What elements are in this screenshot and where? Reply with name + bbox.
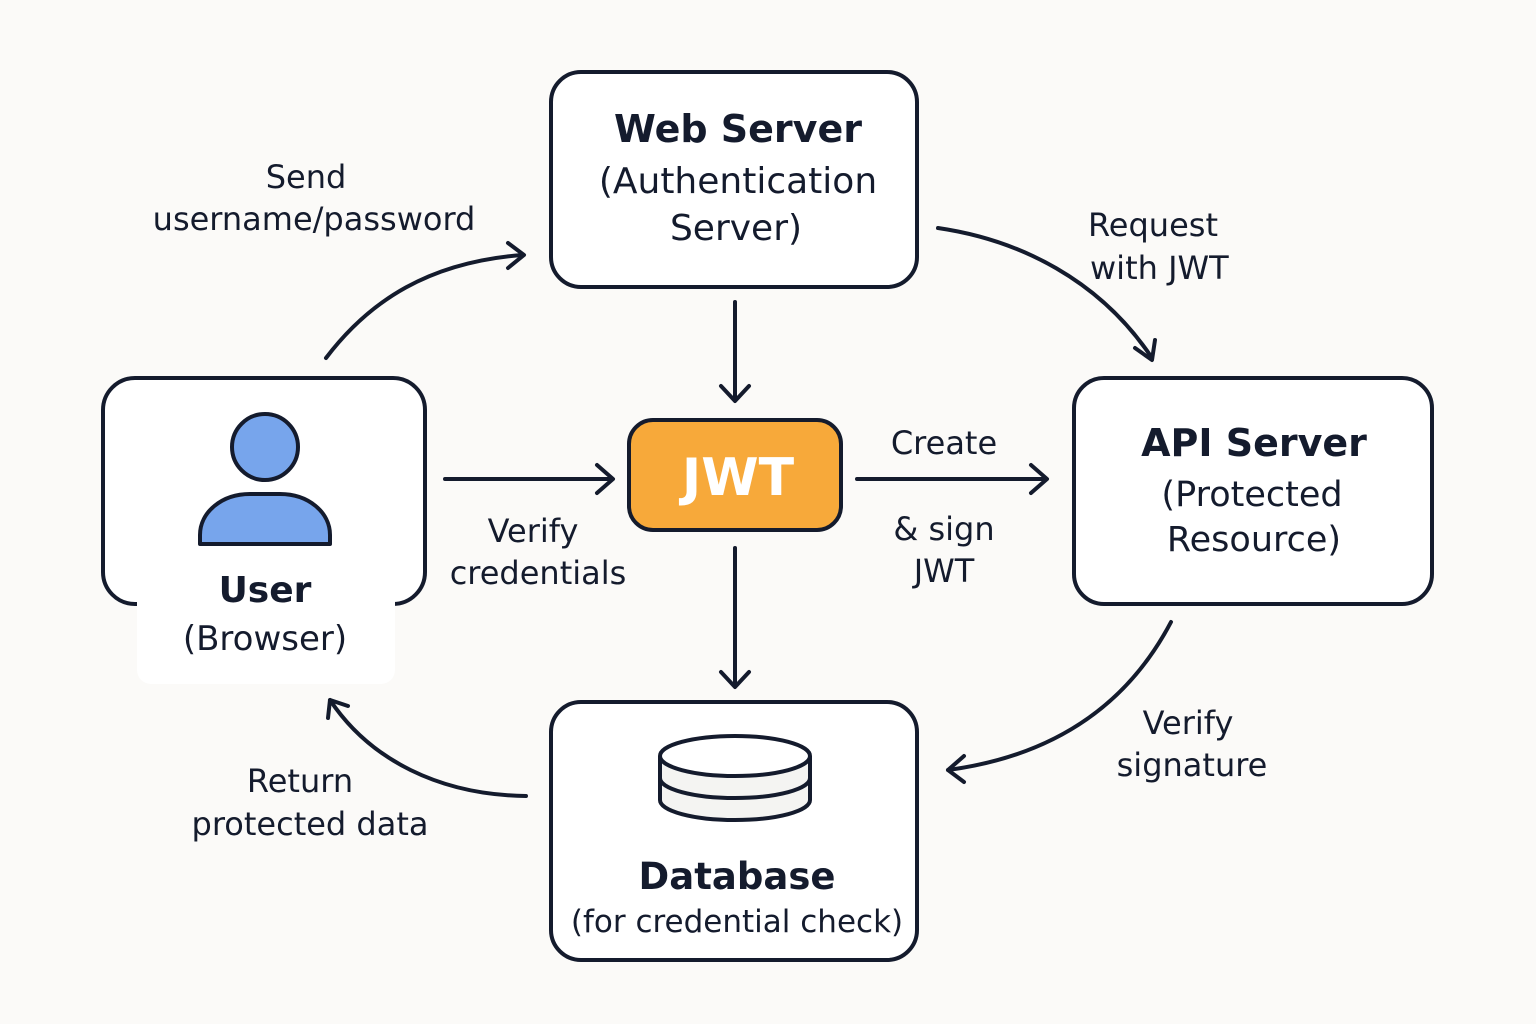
user-subtitle: (Browser) <box>183 619 347 659</box>
user-title: User <box>219 570 312 611</box>
database-title: Database <box>639 855 836 898</box>
api-server-subtitle-line-1: (Protected <box>1161 475 1342 515</box>
label-verify-sig-line-1: Verify <box>1143 704 1234 742</box>
arrow-verify-credentials <box>443 463 615 495</box>
web-server-subtitle-line-2: Server) <box>670 208 802 249</box>
label-create-line-1: Create <box>891 424 997 462</box>
arrow-create-sign-jwt <box>855 463 1049 495</box>
api-server-node[interactable]: API Server (Protected Resource) <box>1072 376 1434 606</box>
jwt-title: JWT <box>679 448 795 508</box>
label-send-line-2: username/password <box>153 200 476 238</box>
label-return-line-1: Return <box>247 762 353 800</box>
arrow-request-with-jwt <box>936 226 1157 362</box>
label-return-line-2: protected data <box>192 805 429 843</box>
jwt-node[interactable]: JWT <box>627 418 843 532</box>
label-create-line-3: JWT <box>912 552 975 590</box>
user-node[interactable]: User (Browser) <box>101 376 427 684</box>
web-server-node[interactable]: Web Server (Authentication Server) <box>549 70 919 289</box>
label-send-line-1: Send <box>266 158 347 196</box>
label-request-line-1: Request <box>1088 206 1218 244</box>
label-verify-cred-line-1: Verify <box>488 512 579 550</box>
arrow-web-to-jwt <box>719 300 751 403</box>
api-server-subtitle-line-2: Resource) <box>1167 520 1341 560</box>
database-icon <box>658 734 812 822</box>
user-icon <box>198 412 332 546</box>
arrow-return-data <box>326 698 528 798</box>
arrow-verify-signature <box>946 620 1173 784</box>
arrow-send-credentials <box>324 241 526 360</box>
web-server-title: Web Server <box>614 107 862 151</box>
label-request-line-2: with JWT <box>1090 249 1229 287</box>
web-server-subtitle-line-1: (Authentication <box>599 161 877 202</box>
label-verify-sig-line-2: signature <box>1117 746 1268 784</box>
label-verify-cred-line-2: credentials <box>450 554 627 592</box>
api-server-title: API Server <box>1141 421 1367 465</box>
arrow-jwt-to-database <box>719 546 751 689</box>
database-subtitle: (for credential check) <box>571 904 903 940</box>
database-node[interactable]: Database (for credential check) <box>549 700 919 962</box>
label-create-line-2: & sign <box>893 510 994 548</box>
user-label-panel <box>137 560 395 684</box>
